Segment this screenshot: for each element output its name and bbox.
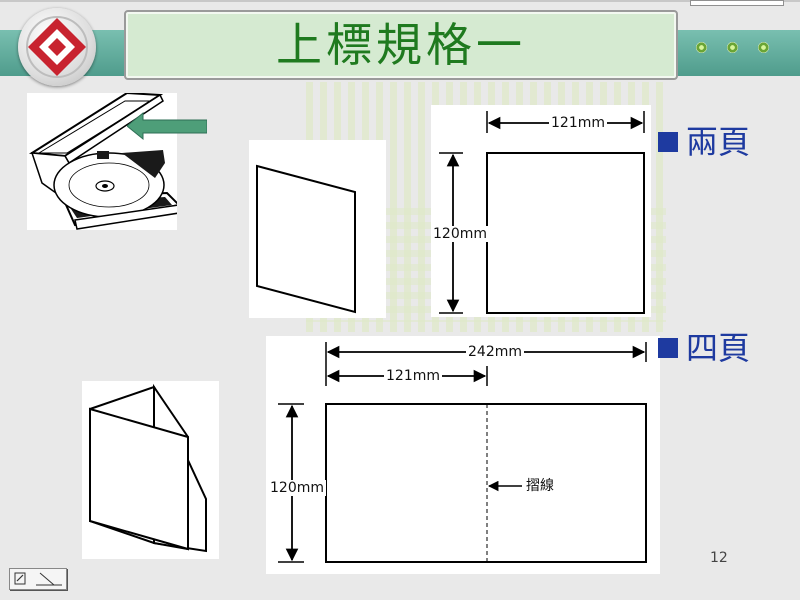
four-page-dimension-diagram: 242mm 121mm 120mm 摺線 [266,336,660,574]
dot-icon [727,42,738,53]
cd-case-drawing [28,93,177,230]
fold-line-label: 摺線 [524,478,556,494]
title-box: 上標規格一 [124,10,678,80]
slide-title: 上標規格一 [276,18,526,72]
corner-bar [690,0,784,6]
folded-leaflet-illustration [82,381,219,559]
university-logo-icon [18,8,96,86]
two-page-width-label: 121mm [549,115,607,131]
folded-leaflet-drawing [89,383,207,553]
top-rule [0,0,800,2]
four-page-height-label: 120mm [268,480,326,496]
green-arrow-icon [127,111,207,141]
slide-nav-icon [14,572,62,586]
dot-icon [758,42,769,53]
four-page-dimension-lines [278,342,647,563]
page-number: 12 [710,550,728,566]
two-page-dimension-diagram: 121mm 120mm [431,105,651,317]
four-page-total-width-label: 242mm [466,344,524,360]
bullet-four-pages: 四頁 [686,329,751,367]
single-leaf-illustration [249,140,386,318]
single-leaf-drawing [256,164,356,314]
dot-icon [696,42,707,53]
cd-case-illustration [27,93,207,230]
four-page-half-width-label: 121mm [384,368,442,384]
bullet-two-pages: 兩頁 [686,123,751,161]
two-page-height-label: 120mm [431,226,489,242]
bullet-square-icon [658,132,678,152]
bullet-square-icon [658,338,678,358]
two-page-dimension-lines [439,111,645,314]
slide-nav-button[interactable] [9,568,67,590]
